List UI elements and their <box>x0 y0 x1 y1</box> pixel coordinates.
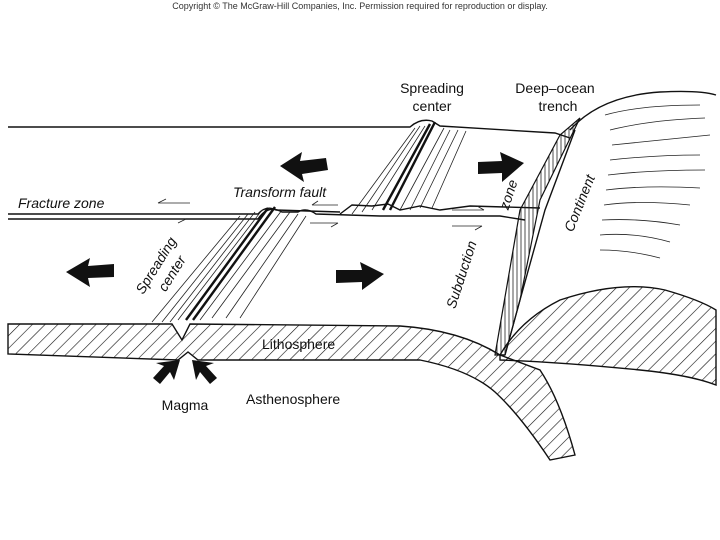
lithosphere-slab <box>7 323 576 461</box>
continent-label: Continent <box>561 171 599 234</box>
magma-arrows <box>153 360 217 384</box>
lower-spreading-ridge <box>151 206 307 323</box>
continent-block <box>504 90 717 356</box>
upper-plate-outline <box>8 119 571 139</box>
copyright-text: Copyright © The McGraw-Hill Companies, I… <box>172 1 547 11</box>
lithosphere-label: Lithosphere <box>262 336 335 352</box>
arrow-left-lower-icon <box>66 258 114 287</box>
arrow-right-upper-icon <box>478 152 524 182</box>
arrow-right-lower-icon <box>336 262 384 290</box>
fracture-zone-label: Fracture zone <box>18 195 105 211</box>
spreading-center-top-label-2: center <box>413 98 452 114</box>
deep-ocean-trench-label-2: trench <box>539 98 578 114</box>
magma-label: Magma <box>162 397 209 413</box>
magma-arrow-right-icon <box>192 360 217 384</box>
plate-motion-arrows <box>66 152 524 290</box>
transform-fault-label: Transform fault <box>233 184 327 200</box>
asthenosphere-label: Asthenosphere <box>246 391 340 407</box>
magma-arrow-left-icon <box>153 360 180 384</box>
continental-crust <box>499 285 717 387</box>
arrow-left-upper-icon <box>280 152 328 182</box>
spreading-center-top-label: Spreading <box>400 80 464 96</box>
deep-ocean-trench-label: Deep–ocean <box>515 80 594 96</box>
upper-spreading-ridge <box>339 121 541 215</box>
subduction-label: Subduction <box>443 238 480 310</box>
fault-motion-arrows <box>150 198 485 231</box>
